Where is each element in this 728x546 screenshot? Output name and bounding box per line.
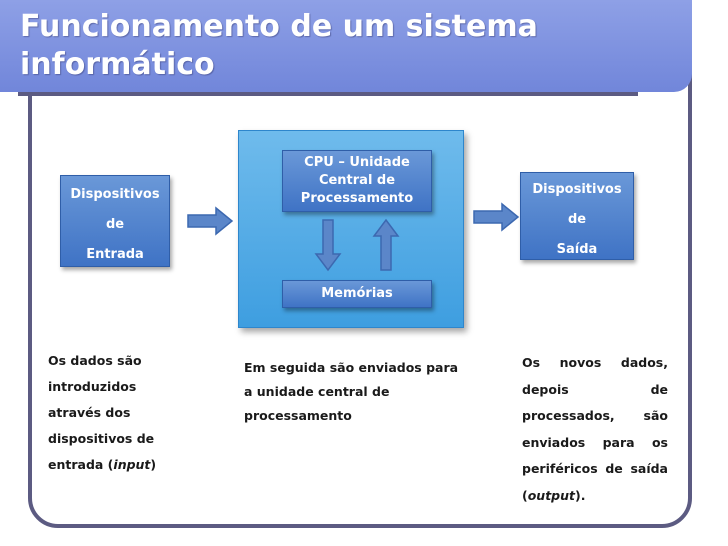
cpu-box-line-2: Central de (318, 173, 396, 188)
caption-output-end: ). (575, 487, 586, 503)
output-devices-box: Dispositivos de Saída (520, 172, 634, 260)
caption-input-text: Os dados são introduzidos através dos di… (48, 353, 155, 472)
title-line-1: Funcionamento de um sistema (20, 9, 538, 44)
input-box-line-1: Dispositivos (70, 187, 160, 202)
caption-input: Os dados são introduzidos através dos di… (48, 348, 178, 478)
cpu-box: CPU – Unidade Central de Processamento (282, 150, 432, 212)
arrow-memory-to-cpu (372, 218, 400, 271)
input-box-line-2: de (105, 217, 125, 232)
caption-output: Os novos dados, depois de processados, s… (522, 350, 668, 509)
arrow-cpu-to-memory (314, 219, 342, 272)
caption-input-end: ) (150, 457, 157, 472)
input-devices-box: Dispositivos de Entrada (60, 175, 170, 267)
output-box-line-2: de (567, 212, 587, 227)
arrow-cpu-to-output (473, 202, 520, 232)
arrow-input-to-cpu (187, 206, 234, 236)
title-underline (18, 92, 638, 96)
slide-title: Funcionamento de um sistema informático (20, 8, 660, 84)
cpu-box-line-3: Processamento (300, 191, 414, 206)
output-box-line-1: Dispositivos (532, 182, 622, 197)
memory-box: Memórias (282, 280, 432, 308)
caption-output-text: Os novos dados, depois de processados, s… (522, 355, 668, 503)
cpu-box-line-1: CPU – Unidade (304, 155, 410, 170)
title-line-2: informático (20, 47, 215, 82)
title-band (0, 0, 692, 92)
input-box-line-3: Entrada (86, 247, 144, 262)
caption-input-term: input (113, 457, 151, 472)
caption-processing: Em seguida são enviados para a unidade c… (244, 360, 459, 423)
output-box-line-3: Saída (556, 242, 598, 257)
caption-output-term: output (527, 487, 576, 503)
